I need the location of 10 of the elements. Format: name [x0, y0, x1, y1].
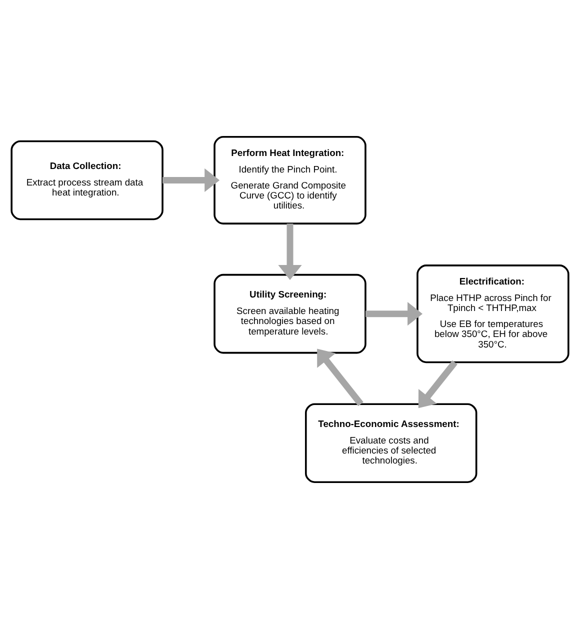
node-box: Techno-Economic Assessment: Evaluate costs and efficiencies of selected technologies. [304, 403, 478, 484]
node-box: Electrification: Place HTHP across Pinch for Tpinch < THTHP,max Use EB for temperatures below 350°C, EH for above 350°C. [416, 264, 570, 364]
node-box: Data Collection: Extract process stream data heat integration. [10, 140, 164, 220]
node-box: Utility Screening: Screen available heating technologies based on temperature levels. [214, 274, 366, 354]
arrow [317, 348, 364, 406]
arrow [162, 168, 220, 192]
node-box: Perform Heat Integration: Identify the Pinch Point. Generate Grand Composite Curve (GCC) to identify utilities. [214, 136, 366, 224]
arrow [278, 224, 302, 280]
arrow [418, 360, 458, 408]
arrow [366, 302, 423, 326]
